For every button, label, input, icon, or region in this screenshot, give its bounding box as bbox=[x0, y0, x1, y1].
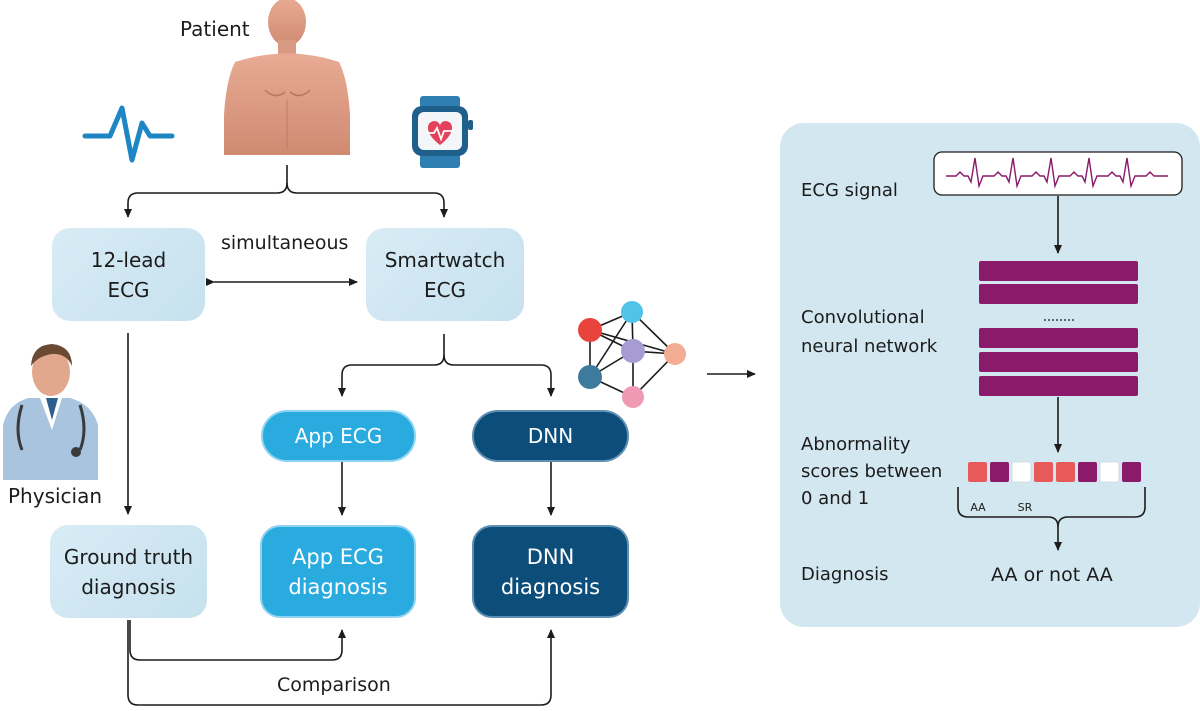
diagnosis-label: Diagnosis bbox=[801, 564, 889, 585]
ground-truth-diagnosis-box: Ground truth diagnosis bbox=[50, 525, 207, 618]
scores-label: Abnormality scores between 0 and 1 bbox=[801, 434, 943, 509]
dnn-diagnosis-box: DNN diagnosis bbox=[472, 525, 629, 618]
ecg-signal-label: ECG signal bbox=[801, 180, 898, 201]
cnn-layers bbox=[979, 261, 1138, 396]
cnn-label: Convolutional neural network bbox=[801, 307, 938, 357]
physician-label: Physician bbox=[8, 484, 103, 508]
diagnosis-result: AA or not AA bbox=[991, 564, 1113, 586]
patient-torso-icon bbox=[224, 0, 350, 155]
score-label-sr: SR bbox=[1018, 501, 1033, 514]
score-cell bbox=[1078, 462, 1097, 482]
score-cell bbox=[990, 462, 1009, 482]
physician-icon bbox=[3, 344, 98, 480]
simultaneous-label: simultaneous bbox=[221, 232, 349, 254]
neural-network-icon bbox=[578, 301, 686, 408]
score-strip bbox=[968, 461, 1141, 483]
comparison-label: Comparison bbox=[277, 674, 391, 696]
patient-label: Patient bbox=[180, 17, 250, 41]
app-ecg-pill: App ECG bbox=[261, 410, 416, 462]
score-label-aa: AA bbox=[970, 501, 986, 514]
dnn-pill: DNN bbox=[472, 410, 629, 462]
app-ecg-diagnosis-box: App ECG diagnosis bbox=[260, 525, 416, 618]
heartbeat-icon bbox=[82, 105, 175, 163]
twelve-lead-ecg-box: 12-lead ECG bbox=[52, 228, 205, 321]
score-cell bbox=[1034, 462, 1053, 482]
cnn-panel bbox=[780, 123, 1200, 627]
score-cell bbox=[1056, 462, 1075, 482]
score-cell bbox=[1122, 462, 1141, 482]
score-cell bbox=[968, 462, 987, 482]
panel-arrows bbox=[957, 196, 1146, 551]
score-cell bbox=[1099, 461, 1120, 483]
smartwatch-icon bbox=[412, 96, 473, 168]
ecg-signal-box bbox=[933, 151, 1183, 196]
flow-arrows bbox=[124, 165, 756, 706]
smartwatch-ecg-box: Smartwatch ECG bbox=[366, 228, 524, 321]
score-cell bbox=[1011, 461, 1032, 483]
